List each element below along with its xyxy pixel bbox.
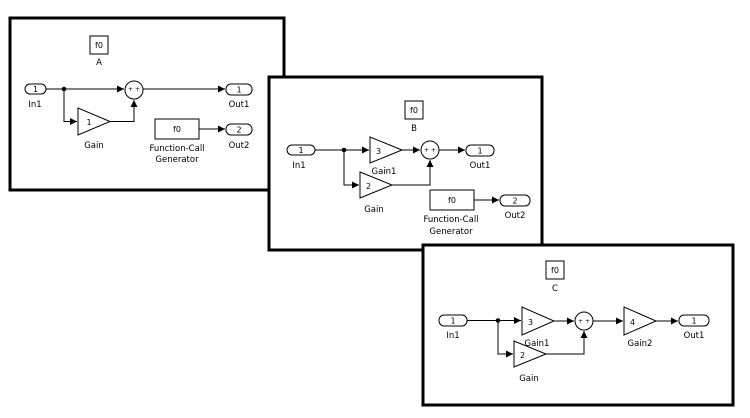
gain1-block[interactable] [521,306,556,336]
fcg-label-line2: Generator [155,155,199,165]
subsystem-marker-a[interactable] [89,35,109,55]
outport-label: Out2 [229,141,250,151]
subsystem-marker-c[interactable] [545,260,565,280]
outport-out1[interactable] [225,83,253,96]
outport-out2[interactable] [499,194,531,207]
fcg-text: f0 [173,125,181,134]
subsystem-marker-b[interactable] [404,100,424,120]
inport-label: In1 [446,331,459,341]
gain2-block[interactable] [623,306,658,336]
gain2-value: 4 [630,318,635,327]
signal-lines-a [46,85,225,133]
fcg-label-line1: Function-Call [149,144,204,154]
outport-number: 1 [236,86,241,95]
outport-number: 2 [512,197,517,206]
sum-block[interactable] [124,80,144,100]
subsystem-name-b: B [411,124,417,134]
panel-a: f0 A 1 In1 + + 1 Gain 1 Out1 f0 Function… [8,16,286,192]
subsystem-marker-text: f0 [551,266,559,275]
gain1-block[interactable] [369,136,404,164]
fcg-label-line1: Function-Call [423,215,478,225]
signal-lines-c [467,317,678,358]
sum-signs: + + [578,318,590,325]
gain-label: Gain [84,141,104,151]
inport-number: 1 [450,317,455,326]
fcg-text: f0 [448,196,456,205]
outport-out2[interactable] [225,123,253,136]
outport-number: 1 [691,317,696,326]
gain-value: 2 [520,351,525,360]
subsystem-marker-text: f0 [410,106,418,115]
sum-signs: + + [128,86,140,93]
gain1-label: Gain1 [372,167,397,177]
inport-label: In1 [28,100,41,110]
panel-b: f0 B 1 In1 3 Gain1 + + 2 Gain 1 Out1 f0 … [267,75,544,252]
subsystem-marker-text: f0 [95,41,103,50]
inport-number: 1 [33,85,38,94]
outport-number: 1 [477,147,482,156]
panel-a-frame [8,16,286,192]
gain-value: 1 [86,118,91,127]
gain2-label: Gain2 [628,339,653,349]
outport-label: Out1 [229,100,250,110]
outport-number: 2 [236,126,241,135]
signal-lines-b [315,146,499,204]
inport-label: In1 [292,161,305,171]
gain1-value: 3 [376,147,381,156]
gain-block[interactable] [77,107,112,136]
sum-signs: + + [424,147,436,154]
panel-c: f0 C 1 In1 3 Gain1 + + 2 Gain 4 Gain2 1 … [421,243,735,407]
inport-number: 1 [298,146,303,155]
gain-value: 2 [366,182,371,191]
gain-block[interactable] [359,171,394,199]
outport-out1[interactable] [678,314,710,327]
subsystem-name-a: A [96,58,102,68]
outport-out1[interactable] [465,144,495,157]
gain-label: Gain [364,205,384,215]
outport-label: Out1 [684,331,705,341]
subsystem-name-c: C [552,284,558,294]
fcg-label-line2: Generator [429,227,473,237]
outport-label: Out2 [505,211,526,221]
gain-block[interactable] [513,340,548,368]
gain1-label: Gain1 [525,339,550,349]
outport-label: Out1 [470,161,491,171]
gain-label: Gain [519,374,539,384]
gain1-value: 3 [528,318,533,327]
